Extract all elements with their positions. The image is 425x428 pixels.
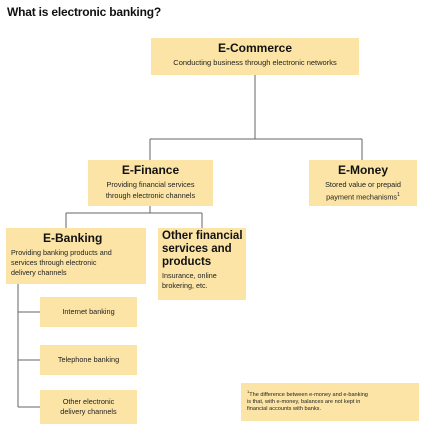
telephone-banking-label: Telephone banking xyxy=(57,355,120,364)
emoney-description-line: Stored value or prepaid xyxy=(325,180,401,189)
ebanking-description-line: Providing banking products and xyxy=(11,248,112,257)
other-financial-description-line: brokering, etc. xyxy=(162,281,208,290)
other-electronic-channels-label: Other electronic delivery channels xyxy=(60,397,116,417)
efinance-description: Providing financial services through ele… xyxy=(88,179,213,201)
ebanking-description: Providing banking products and services … xyxy=(11,248,146,278)
other-financial-heading-line: Other financial xyxy=(162,230,243,242)
ecommerce-heading: E-Commerce xyxy=(217,41,293,55)
ebanking-heading: E-Banking xyxy=(43,231,103,245)
emoney-description-text: payment mechanisms xyxy=(326,192,398,202)
efinance-heading: E-Finance xyxy=(121,163,180,177)
efinance-box: E-Finance Providing financial services t… xyxy=(88,160,213,206)
footnote-line-text: The difference between e-money and e-ban… xyxy=(249,391,368,398)
other-financial-heading: Other financial services and products xyxy=(162,230,246,269)
other-financial-box: Other financial services and products In… xyxy=(158,228,246,300)
footnote-text: 1The difference between e-money and e-ba… xyxy=(247,388,419,413)
telephone-banking-box: Telephone banking xyxy=(40,345,137,375)
internet-banking-label: Internet banking xyxy=(62,307,115,316)
internet-banking-box: Internet banking xyxy=(40,297,137,327)
emoney-description: Stored value or prepaid payment mechanis… xyxy=(309,179,417,202)
other-electronic-channels-line: delivery channels xyxy=(60,407,117,416)
emoney-heading: E-Money xyxy=(337,163,388,177)
ebanking-description-line: delivery channels xyxy=(11,268,67,277)
other-financial-description: Insurance, online brokering, etc. xyxy=(162,271,246,291)
ebanking-box: E-Banking Providing banking products and… xyxy=(6,228,146,284)
efinance-description-line: through electronic channels xyxy=(105,191,196,200)
footnote-line: is that, with e-money, balances are not … xyxy=(247,398,361,405)
footnote-box: 1The difference between e-money and e-ba… xyxy=(241,383,419,421)
ecommerce-box: E-Commerce Conducting business through e… xyxy=(151,38,359,75)
other-electronic-channels-line: Other electronic xyxy=(62,397,115,406)
ecommerce-description: Conducting business through electronic n… xyxy=(173,58,337,67)
emoney-box: E-Money Stored value or prepaid payment … xyxy=(309,160,417,206)
other-financial-heading-line: services and xyxy=(162,243,232,255)
other-financial-description-line: Insurance, online xyxy=(162,271,217,280)
ebanking-description-line: services through electronic xyxy=(11,258,97,267)
page-title: What is electronic banking? xyxy=(7,5,161,19)
other-electronic-channels-box: Other electronic delivery channels xyxy=(40,390,137,424)
emoney-footnote-mark: 1 xyxy=(397,192,400,198)
emoney-description-line: payment mechanisms1 xyxy=(309,190,417,202)
footnote-line: 1The difference between e-money and e-ba… xyxy=(247,388,419,399)
footnote-mark: 1 xyxy=(247,389,250,394)
footnote-line: financial accounts with banks. xyxy=(247,405,322,412)
other-financial-heading-line: products xyxy=(162,256,212,268)
efinance-description-line: Providing financial services xyxy=(106,180,195,189)
